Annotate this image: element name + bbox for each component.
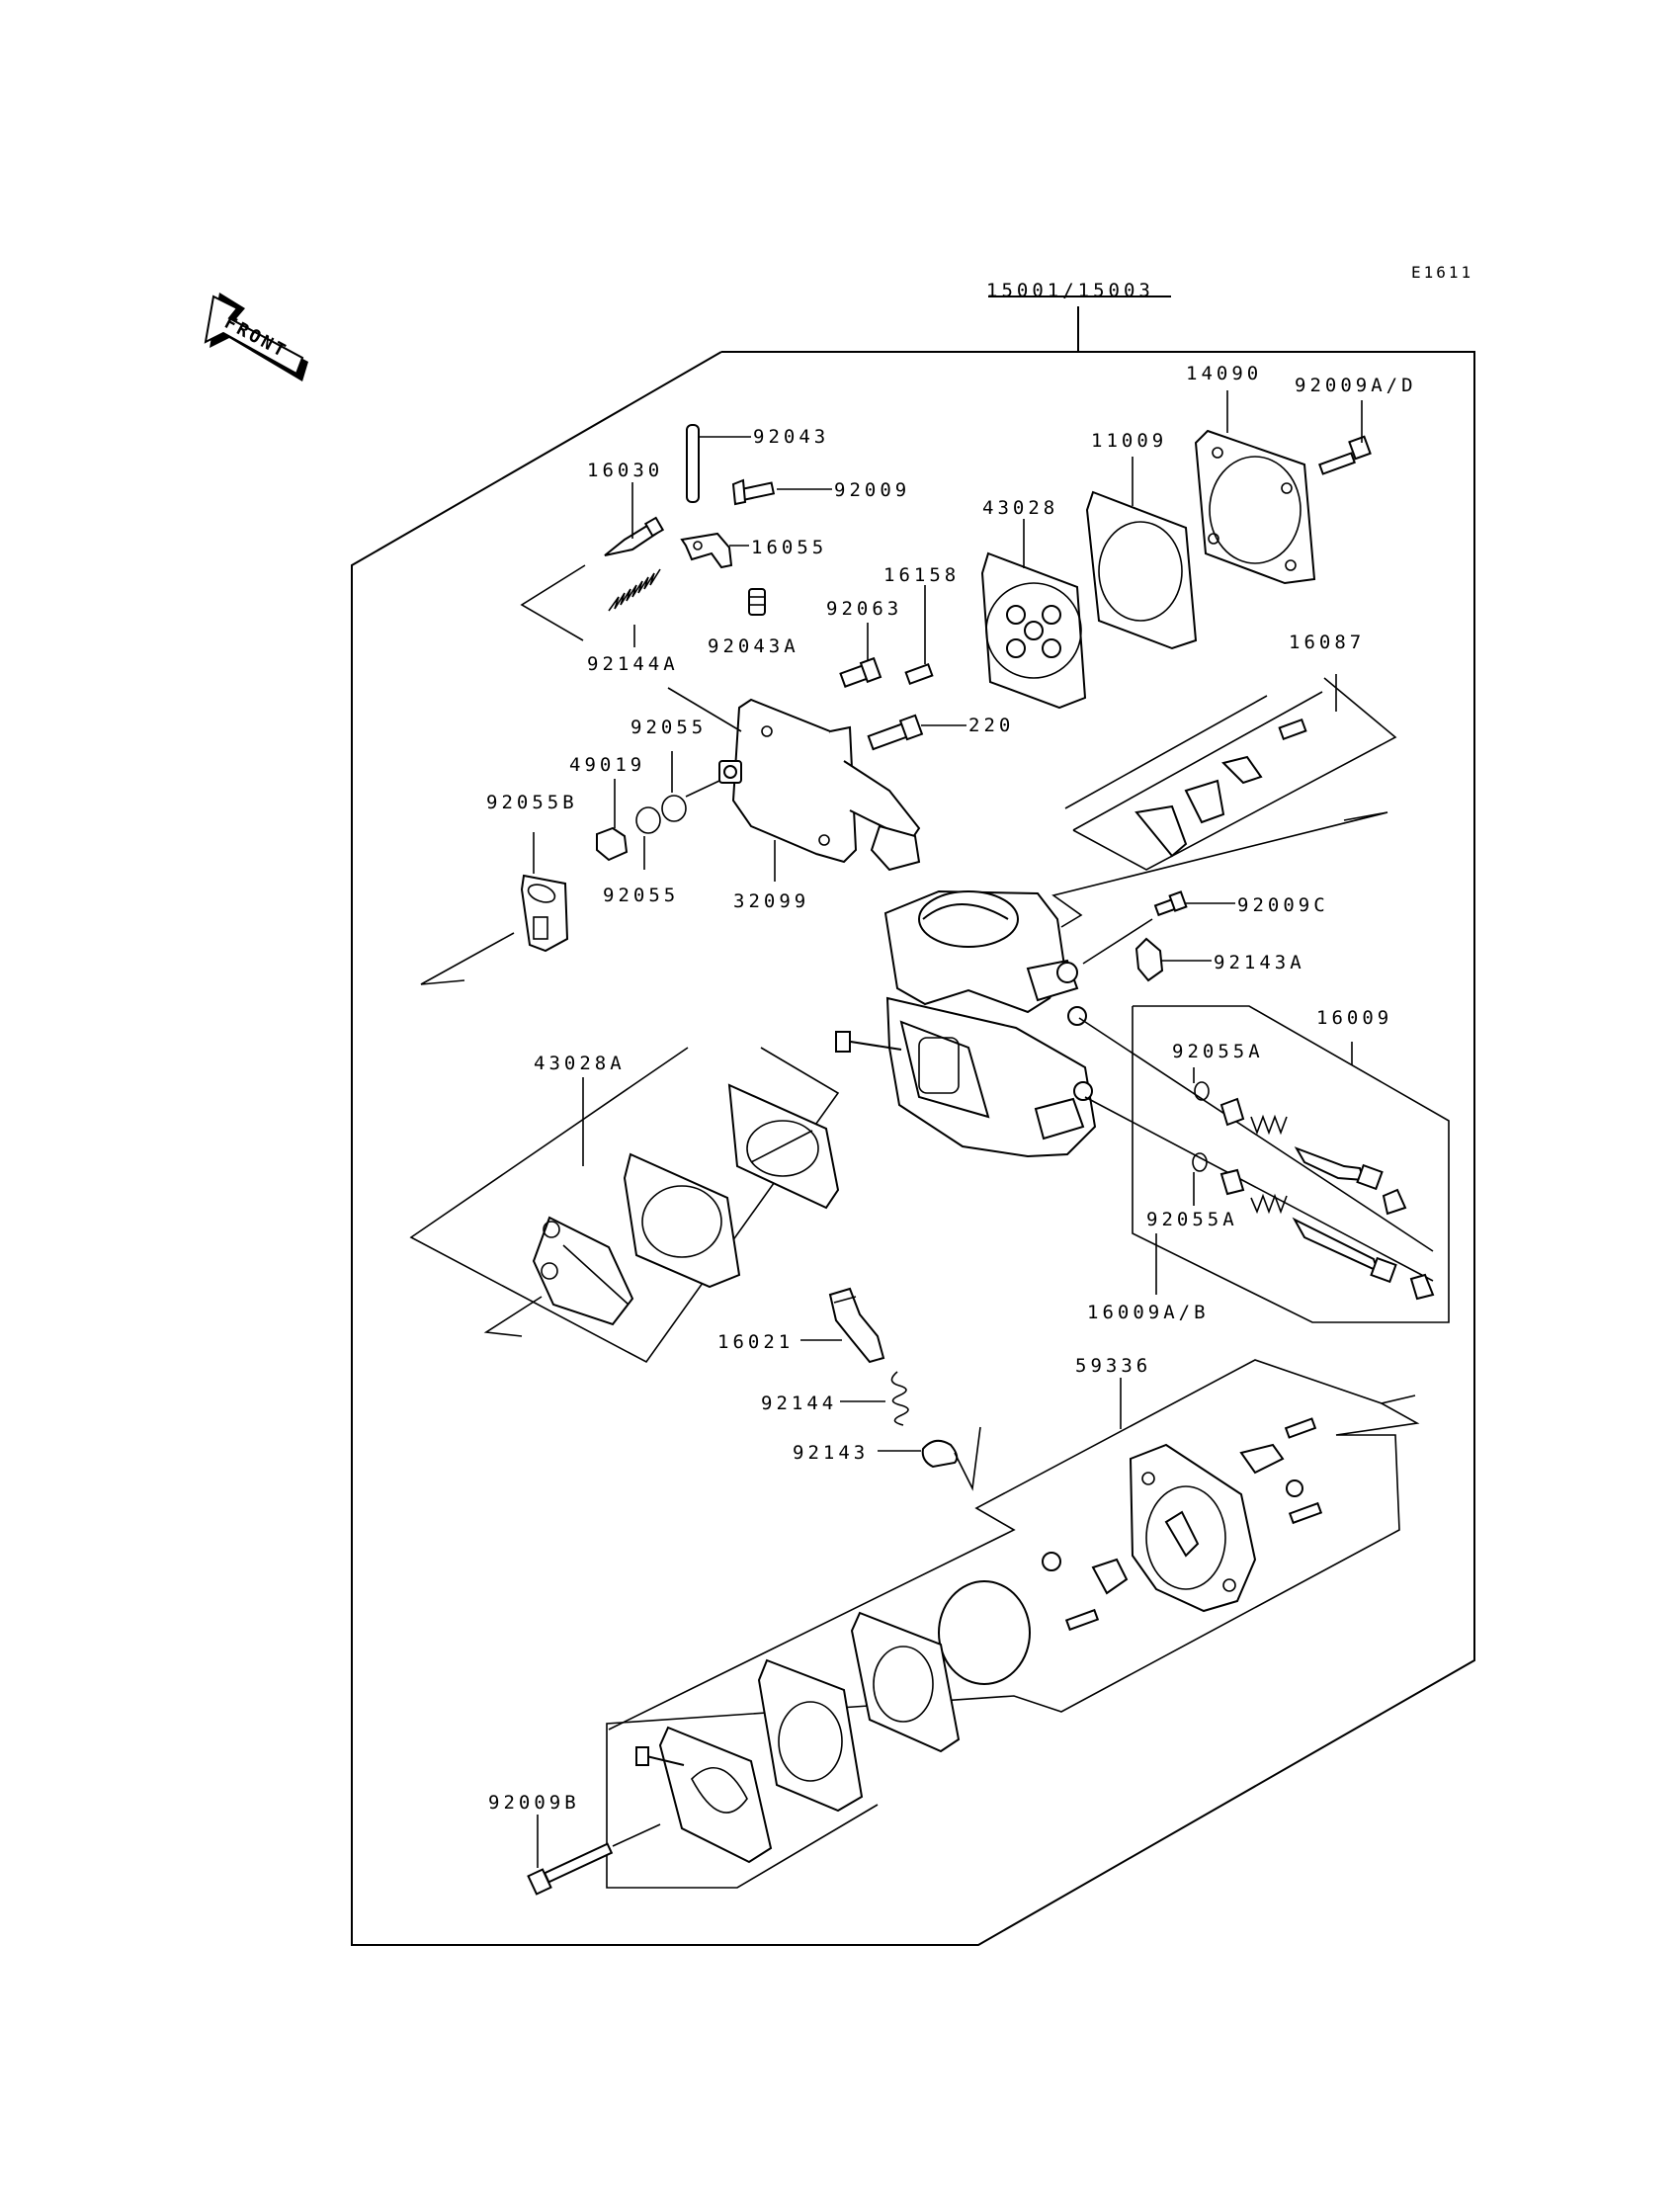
label-92143: 92143	[793, 1442, 869, 1464]
screw-16158	[904, 662, 934, 686]
spring-92144A	[608, 568, 661, 612]
screw-220	[867, 714, 924, 751]
cap-49019	[596, 826, 629, 862]
diaphragm-set-59336	[635, 1580, 1031, 1864]
label-92055-top: 92055	[630, 717, 707, 738]
label-92144: 92144	[761, 1393, 837, 1414]
pump-body-32099	[718, 698, 921, 872]
label-assembly: 15001/15003	[986, 280, 1154, 301]
label-92144A: 92144A	[587, 653, 679, 675]
diaphragm-43028	[980, 551, 1087, 710]
label-92009AD: 92009A/D	[1295, 375, 1417, 396]
gasket-11009	[1085, 490, 1198, 650]
gasket-set-43028A	[532, 1083, 840, 1326]
label-43028A: 43028A	[534, 1053, 626, 1074]
label-92063: 92063	[826, 598, 902, 620]
fuel-pump-59336	[1042, 1417, 1323, 1632]
carburetor-body	[835, 889, 1097, 1158]
label-14090: 14090	[1186, 363, 1262, 384]
diagram-code: E1611	[1411, 263, 1473, 282]
cover-14090	[1194, 429, 1316, 585]
label-16087: 16087	[1289, 632, 1365, 653]
label-32099: 32099	[733, 890, 809, 912]
label-16158: 16158	[883, 564, 960, 586]
mixture-screw-upper	[1194, 1081, 1407, 1216]
float-valve-16087	[1134, 718, 1307, 858]
label-92055A-top: 92055A	[1172, 1041, 1264, 1062]
assembly-frame	[351, 351, 1475, 1946]
needle-16030	[604, 516, 665, 556]
mixture-screw-lower	[1192, 1152, 1435, 1301]
label-92009C: 92009C	[1237, 894, 1329, 916]
screw-92009AD	[1318, 435, 1372, 475]
label-92009: 92009	[834, 479, 910, 501]
o-ring-92055-upper	[661, 795, 687, 822]
label-92055B: 92055B	[486, 792, 578, 813]
cap-92143	[921, 1439, 959, 1469]
lever-16055	[680, 532, 733, 569]
valve-16021	[828, 1287, 885, 1364]
label-92143A: 92143A	[1214, 952, 1305, 973]
cover-92055B	[520, 874, 569, 953]
front-arrow-icon: FRONT	[204, 293, 308, 381]
screw-92009C	[1153, 890, 1188, 917]
pin-92043	[686, 424, 700, 503]
label-92043: 92043	[753, 426, 829, 448]
label-11009: 11009	[1091, 430, 1167, 452]
spring-92144	[890, 1371, 909, 1426]
label-43028: 43028	[982, 497, 1058, 519]
label-16055: 16055	[751, 537, 827, 558]
label-16009AB: 16009A/B	[1087, 1302, 1210, 1323]
label-49019: 49019	[569, 754, 645, 776]
screw-92063	[839, 656, 882, 688]
label-59336: 59336	[1075, 1355, 1151, 1377]
label-16030: 16030	[587, 460, 663, 481]
label-16021: 16021	[717, 1331, 794, 1353]
label-92055A-bottom: 92055A	[1146, 1209, 1238, 1230]
screw-92009	[731, 478, 776, 506]
clip-92143A	[1134, 937, 1164, 982]
spring-92043A	[748, 588, 766, 616]
label-92043A: 92043A	[708, 635, 799, 657]
screw-92009B	[527, 1842, 614, 1896]
o-ring-92055-lower	[635, 806, 661, 834]
label-220: 220	[968, 715, 1014, 736]
label-92055-bottom: 92055	[603, 885, 679, 906]
label-92009B: 92009B	[488, 1792, 580, 1814]
label-16009: 16009	[1316, 1007, 1392, 1029]
